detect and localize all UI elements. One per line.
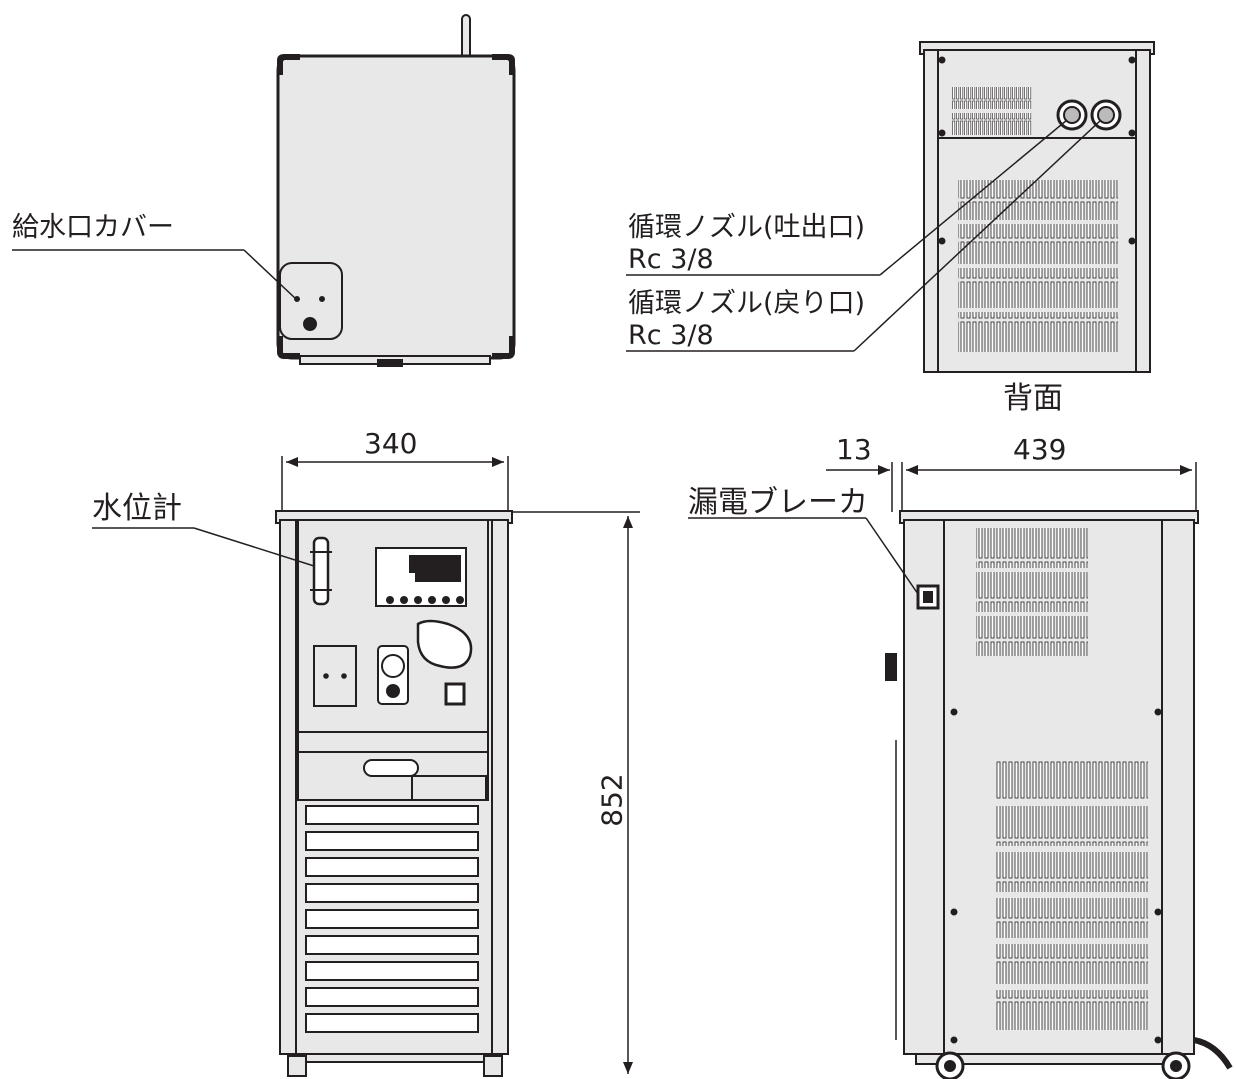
water-level-gauge xyxy=(310,536,332,606)
dim-breaker-offset: 13 xyxy=(836,433,872,466)
front-view xyxy=(92,456,640,1077)
label-nozzle-outlet: 循環ノズル(吐出口) xyxy=(628,212,866,243)
earth-leakage-breaker xyxy=(916,584,940,610)
label-nozzle-return-size: Rc 3/8 xyxy=(628,320,714,351)
top-view xyxy=(12,14,516,367)
label-nozzle-outlet-size: Rc 3/8 xyxy=(628,244,714,275)
label-water-inlet-cover: 給水口カバー xyxy=(12,212,174,243)
label-nozzle-return: 循環ノズル(戻り口) xyxy=(628,288,866,319)
label-earth-leakage-breaker: 漏電ブレーカ xyxy=(688,485,868,520)
rear-view xyxy=(626,41,1155,373)
side-view xyxy=(688,462,1233,1079)
label-water-level-gauge: 水位計 xyxy=(92,491,182,526)
water-inlet-cover xyxy=(279,262,343,340)
dim-depth: 439 xyxy=(1013,433,1067,466)
control-panel xyxy=(375,547,467,607)
dim-width: 340 xyxy=(364,427,418,460)
dim-height: 852 xyxy=(595,773,629,827)
label-rear-view: 背面 xyxy=(1003,381,1063,416)
